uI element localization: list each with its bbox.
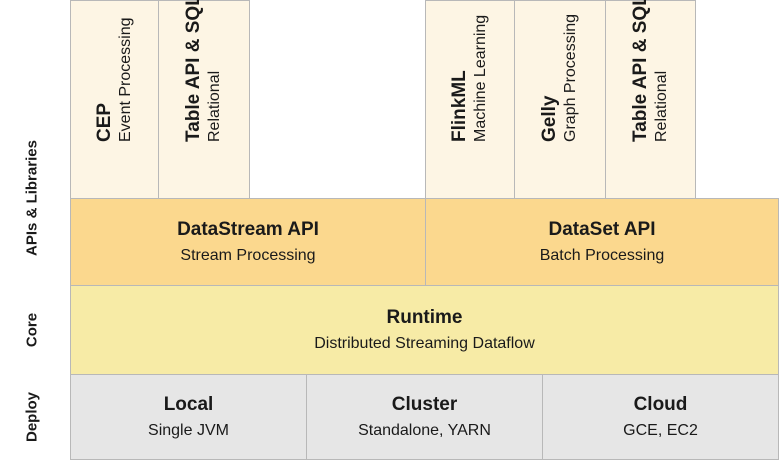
library-gelly: Gelly Graph Processing	[514, 0, 606, 199]
library-gelly-subtitle: Graph Processing	[562, 13, 579, 142]
api-datastream-subtitle: Stream Processing	[180, 246, 316, 264]
library-cep: CEP Event Processing	[70, 0, 159, 199]
library-table-batch-text: Table API & SQL Relational	[630, 0, 672, 142]
layer-label-core: Core	[23, 312, 41, 348]
api-dataset-title: DataSet API	[548, 218, 656, 240]
deploy-local-subtitle: Single JVM	[148, 421, 229, 439]
library-cep-subtitle: Event Processing	[116, 17, 134, 142]
deploy-cluster-subtitle: Standalone, YARN	[358, 421, 491, 439]
layer-label-apis: APIs & Libraries	[23, 140, 41, 256]
deploy-local-title: Local	[163, 393, 214, 415]
library-flinkml-text: FlinkML Machine Learning	[449, 15, 491, 142]
deploy-cluster-title: Cluster	[391, 393, 458, 415]
api-datastream-title: DataStream API	[177, 218, 319, 240]
library-table-batch-title: Table API & SQL	[629, 0, 651, 142]
deploy-local: Local Single JVM	[70, 374, 307, 460]
layer-label-deploy: Deploy	[23, 391, 41, 443]
library-gelly-title: Gelly	[539, 95, 560, 142]
api-dataset-subtitle: Batch Processing	[539, 246, 665, 264]
api-dataset: DataSet API Batch Processing	[425, 198, 779, 286]
library-cep-text: CEP Event Processing	[94, 17, 136, 142]
library-table-stream: Table API & SQL Relational	[158, 0, 250, 199]
library-flinkml-subtitle: Machine Learning	[472, 14, 489, 142]
api-datastream: DataStream API Stream Processing	[70, 198, 426, 286]
core-runtime: Runtime Distributed Streaming Dataflow	[70, 285, 779, 375]
library-table-stream-title: Table API & SQL	[183, 0, 204, 142]
deploy-cluster: Cluster Standalone, YARN	[306, 374, 543, 460]
library-table-batch-subtitle: Relational	[652, 70, 670, 142]
library-table-stream-subtitle: Relational	[206, 70, 223, 142]
library-flinkml: FlinkML Machine Learning	[425, 0, 515, 199]
core-runtime-subtitle: Distributed Streaming Dataflow	[314, 334, 535, 352]
library-gelly-text: Gelly Graph Processing	[539, 14, 581, 142]
library-table-batch: Table API & SQL Relational	[605, 0, 696, 199]
library-table-stream-text: Table API & SQL Relational	[183, 0, 225, 142]
deploy-cloud: Cloud GCE, EC2	[542, 374, 779, 460]
deploy-cloud-subtitle: GCE, EC2	[623, 421, 698, 439]
deploy-cloud-title: Cloud	[633, 393, 688, 415]
library-flinkml-title: FlinkML	[449, 70, 470, 142]
library-cep-title: CEP	[93, 102, 115, 142]
core-runtime-title: Runtime	[386, 306, 463, 328]
